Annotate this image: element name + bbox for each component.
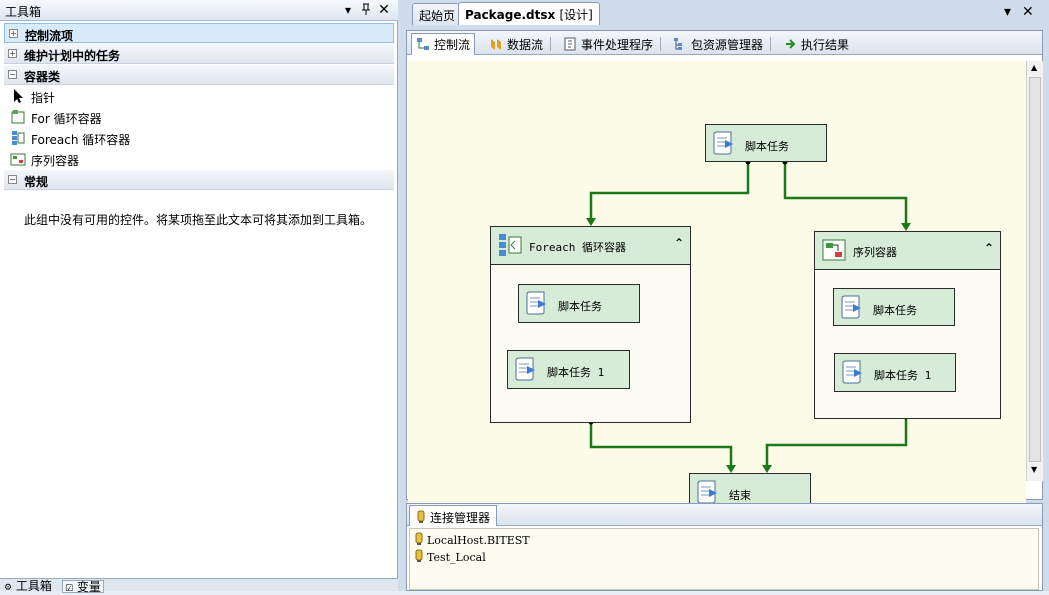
constraint-arrow xyxy=(589,421,733,467)
package-explorer-icon xyxy=(674,38,682,50)
vertical-scrollbar[interactable]: ▲ ▼ xyxy=(1026,61,1043,481)
toolbox-bottom-tabs: ⚙ 工具箱 ☑ 变量 xyxy=(0,578,398,594)
sequence-container[interactable]: 序列容器 ⌃ 脚本任务 脚本任务 1 xyxy=(814,231,1001,419)
toolbox-item-sequence[interactable]: 序列容器 xyxy=(4,149,394,169)
script-task[interactable]: 脚本任务 xyxy=(518,284,640,323)
variables-icon: ☑ xyxy=(65,584,74,594)
foreach-loop-container[interactable]: Foreach 循环容器 ⌃ 脚本任务 脚本任务 1 xyxy=(490,226,691,423)
connection-managers-panel: 连接管理器 LocalHost.BITEST Test_Local xyxy=(406,503,1043,591)
tab-package-explorer[interactable]: 包资源管理器 xyxy=(669,34,772,54)
collapse-icon[interactable]: ⌃ xyxy=(983,241,994,255)
control-flow-icon xyxy=(417,38,429,50)
event-handler-icon xyxy=(564,37,576,51)
script-task-icon xyxy=(515,357,535,381)
category-general[interactable]: − 常规 xyxy=(4,170,394,190)
dropdown-icon[interactable]: ▾ xyxy=(1004,4,1012,20)
script-task-icon xyxy=(697,480,717,504)
container-header: Foreach 循环容器 ⌃ xyxy=(491,227,690,265)
close-icon[interactable]: ✕ xyxy=(378,2,390,18)
tab-data-flow[interactable]: 数据流 xyxy=(485,34,552,54)
container-header: 序列容器 ⌃ xyxy=(815,232,1000,270)
expand-icon[interactable]: + xyxy=(8,49,17,58)
script-task-1[interactable]: 脚本任务 1 xyxy=(507,350,630,389)
close-icon[interactable]: ✕ xyxy=(1022,4,1034,20)
toolbox-item-pointer[interactable]: 指针 xyxy=(4,86,394,106)
sequence-container-icon xyxy=(10,153,26,166)
for-loop-icon xyxy=(11,110,25,124)
foreach-loop-icon xyxy=(12,131,25,145)
category-maintenance-tasks[interactable]: + 维护计划中的任务 xyxy=(4,44,394,64)
scroll-thumb[interactable] xyxy=(1029,77,1041,462)
category-control-flow[interactable]: + 控制流项 xyxy=(4,23,394,43)
designer-tabs: 控制流 数据流 事件处理程序 包资源管理器 执行结果 xyxy=(407,31,1042,55)
tab-start-page[interactable]: 起始页 xyxy=(412,3,460,25)
toolbox-item-foreach-loop[interactable]: Foreach 循环容器 xyxy=(4,128,394,148)
script-task-icon xyxy=(526,291,546,315)
connection-tabbar: 连接管理器 xyxy=(407,504,1042,526)
script-task-top[interactable]: 脚本任务 xyxy=(705,124,827,162)
general-empty-message: 此组中没有可用的控件。将某项拖至此文本可将其添加到工具箱。 xyxy=(24,213,373,227)
pointer-icon xyxy=(14,89,23,103)
connection-item[interactable]: Test_Local xyxy=(414,549,486,564)
tab-variables[interactable]: ☑ 变量 xyxy=(62,580,104,594)
category-containers[interactable]: − 容器类 xyxy=(4,65,394,85)
script-task[interactable]: 脚本任务 xyxy=(833,288,955,326)
scroll-up-icon[interactable]: ▲ xyxy=(1031,63,1038,72)
execution-results-icon xyxy=(786,39,796,49)
foreach-loop-icon xyxy=(499,234,522,256)
script-task-icon xyxy=(842,360,862,384)
connection-icon xyxy=(415,532,423,545)
toolbox-item-for-loop[interactable]: For 循环容器 xyxy=(4,107,394,127)
connection-list[interactable]: LocalHost.BITEST Test_Local xyxy=(409,528,1039,590)
dropdown-icon[interactable]: ▾ xyxy=(344,3,352,17)
script-task-icon xyxy=(713,131,733,155)
tab-package-design[interactable]: Package.dtsx [设计] xyxy=(458,2,600,25)
connection-item[interactable]: LocalHost.BITEST xyxy=(414,532,530,547)
scroll-down-icon[interactable]: ▼ xyxy=(1031,465,1038,474)
connection-icon xyxy=(417,510,425,523)
tab-connection-managers[interactable]: 连接管理器 xyxy=(409,505,498,526)
collapse-icon[interactable]: − xyxy=(8,175,17,184)
toolbox-icon: ⚙ xyxy=(4,583,13,593)
script-task-1[interactable]: 脚本任务 1 xyxy=(834,353,956,392)
toolbox-title: 工具箱 xyxy=(5,5,42,19)
tab-event-handlers[interactable]: 事件处理程序 xyxy=(559,34,662,54)
tab-control-flow[interactable]: 控制流 xyxy=(411,33,476,55)
expand-icon[interactable]: + xyxy=(9,29,18,38)
script-task-icon xyxy=(841,295,861,319)
sequence-container-icon xyxy=(822,239,846,261)
constraint-arrow xyxy=(783,161,908,224)
collapse-icon[interactable]: ⌃ xyxy=(673,236,684,250)
document-area: 起始页 Package.dtsx [设计] ▾ ✕ 控制流 数据流 事件处理程序… xyxy=(398,0,1049,591)
connection-icon xyxy=(415,549,423,562)
pin-icon[interactable] xyxy=(358,2,374,18)
data-flow-icon xyxy=(491,39,501,50)
tab-execution-results[interactable]: 执行结果 xyxy=(779,34,853,54)
collapse-icon[interactable]: − xyxy=(8,70,17,79)
package-designer: 控制流 数据流 事件处理程序 包资源管理器 执行结果 xyxy=(406,30,1043,530)
control-flow-canvas[interactable]: 脚本任务 Foreach 循环容器 ⌃ 脚本任务 脚本任务 1 xyxy=(408,61,1026,513)
constraint-arrow xyxy=(765,416,908,467)
toolbox-panel: 工具箱 ▾ ✕ + 控制流项 + 维护计划中的任务 − 容器类 指针 For 循… xyxy=(0,0,398,594)
toolbox-title-bar: 工具箱 ▾ ✕ xyxy=(0,0,398,21)
tab-toolbox[interactable]: ⚙ 工具箱 xyxy=(4,579,52,593)
constraint-arrow xyxy=(589,161,750,219)
